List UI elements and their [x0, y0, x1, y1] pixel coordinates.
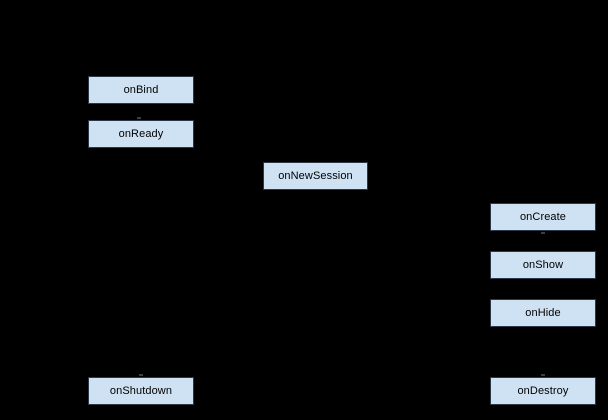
node-onBind: onBind — [88, 76, 194, 104]
node-onDestroy: onDestroy — [490, 377, 596, 405]
node-label: onShow — [522, 258, 564, 271]
node-onCreate: onCreate — [490, 203, 596, 231]
node-label: onBind — [123, 83, 159, 96]
node-label: onShutdown — [109, 384, 173, 397]
node-label: onReady — [118, 127, 164, 140]
arrowhead-remnant-above-onReady — [137, 117, 141, 119]
arrowhead-remnant-above-onShutdown — [139, 374, 143, 376]
arrowhead-remnant-below-onCreate — [541, 232, 545, 234]
node-label: onHide — [525, 306, 561, 319]
node-onShow: onShow — [490, 251, 596, 279]
node-label: onCreate — [519, 210, 567, 223]
node-onReady: onReady — [88, 120, 194, 148]
node-onHide: onHide — [490, 299, 596, 327]
node-onNewSession: onNewSession — [263, 162, 368, 190]
node-label: onDestroy — [517, 384, 569, 397]
node-onShutdown: onShutdown — [88, 377, 194, 405]
arrowhead-remnant-above-onDestroy — [541, 374, 545, 376]
node-label: onNewSession — [278, 169, 353, 182]
